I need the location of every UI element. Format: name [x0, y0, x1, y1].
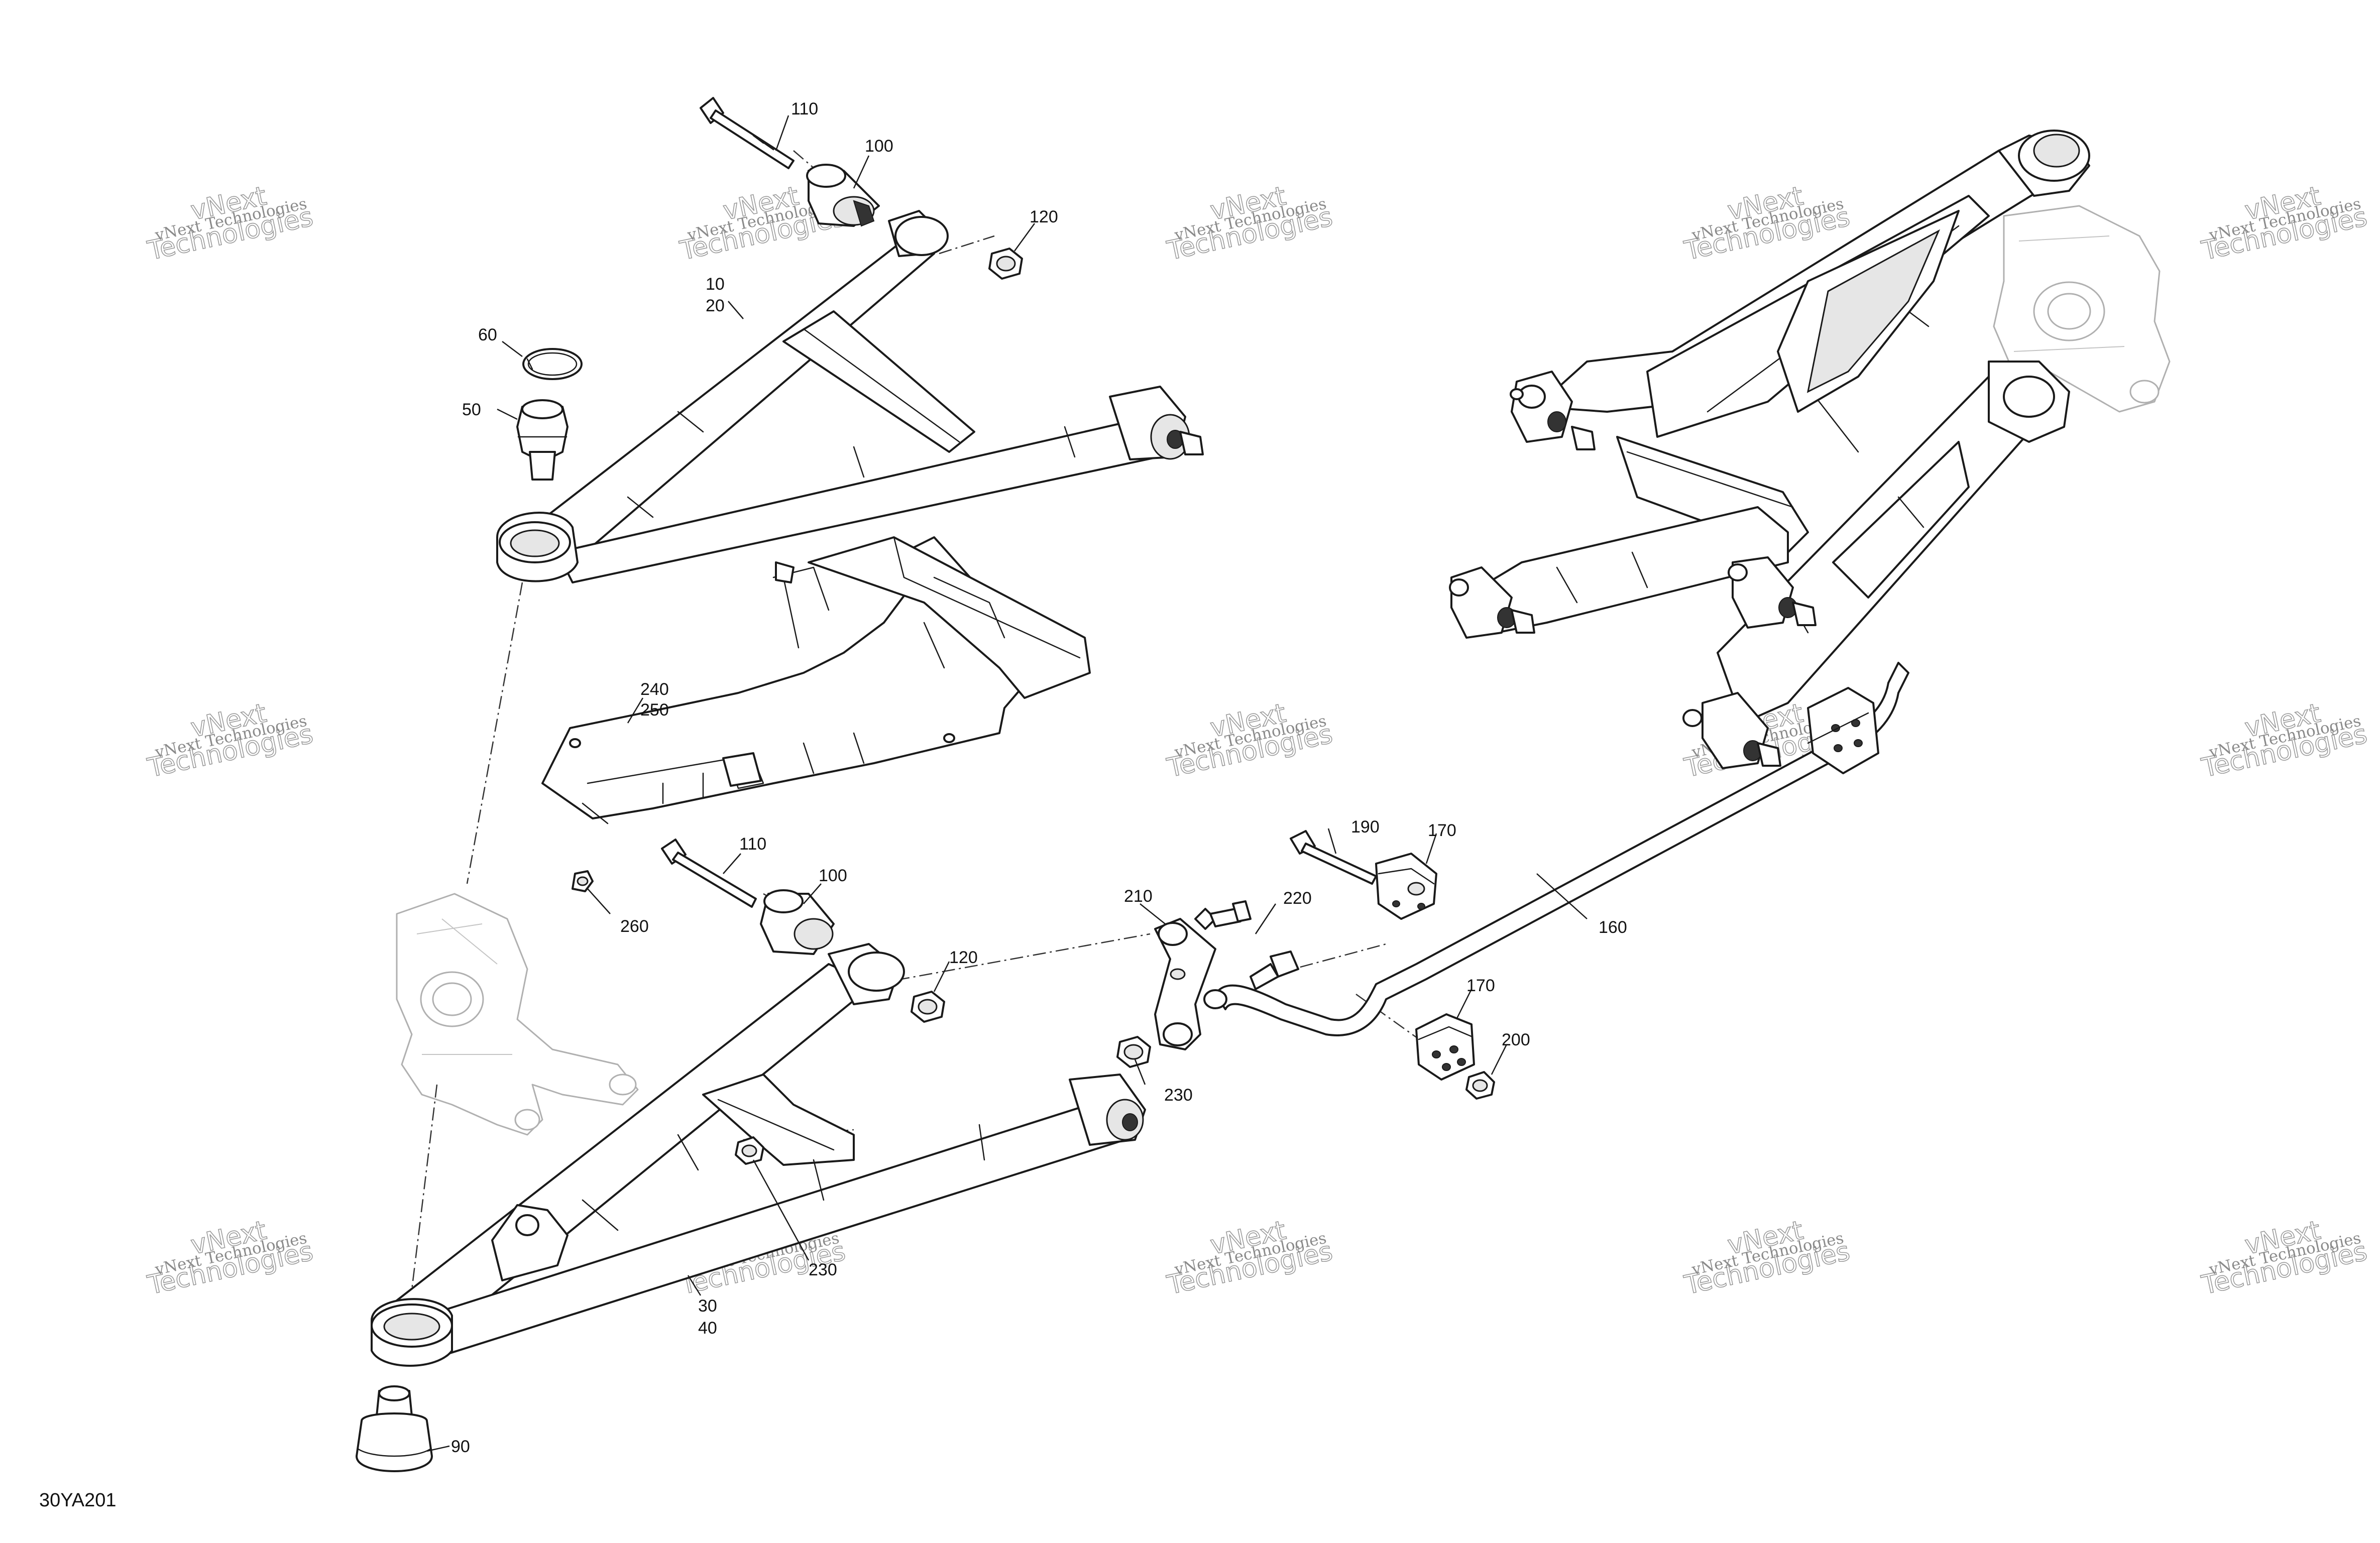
- callout-190: 190: [1351, 817, 1380, 837]
- callout-120-lower: 120: [949, 948, 978, 967]
- ball-joint-lower: [356, 1385, 433, 1472]
- callout-100-lower: 100: [819, 866, 847, 885]
- sway-bar-link: [1154, 918, 1216, 1050]
- right-lower-arm-bushings: [1449, 556, 1817, 769]
- right-lower-a-arm: [1470, 361, 2070, 724]
- ghost-steering-knuckle-right: [1993, 205, 2171, 413]
- ghost-steering-knuckle-left: [396, 893, 639, 1136]
- right-sway-clamp-mounted: [1807, 687, 1879, 774]
- bolt-link-upper: [1194, 900, 1252, 930]
- callout-90: 90: [451, 1437, 470, 1456]
- callout-120: 120: [1030, 207, 1058, 226]
- bolt-lower: [661, 839, 757, 908]
- callout-230-arm: 230: [809, 1260, 837, 1279]
- nut-sway-clamp: [1465, 1071, 1495, 1100]
- callout-260: 260: [620, 917, 649, 936]
- right-upper-arm-bushings: [1510, 371, 1596, 450]
- callout-50: 50: [462, 400, 481, 419]
- bushing-lower: [760, 889, 835, 955]
- lower-a-arm: [371, 943, 1146, 1367]
- bushing-upper: [806, 164, 880, 227]
- callout-210: 210: [1124, 887, 1153, 906]
- callout-110-lower: 110: [739, 835, 766, 854]
- nut-link: [1116, 1036, 1151, 1068]
- leader-lines: [426, 115, 1588, 1452]
- callout-230-link: 230: [1164, 1086, 1193, 1105]
- nut-lower: [911, 991, 945, 1023]
- callout-250: 250: [640, 700, 669, 720]
- callout-30: 30: [698, 1296, 717, 1316]
- bolt-upper: [700, 97, 795, 169]
- callout-60: 60: [478, 325, 497, 344]
- bolt-sway-clamp: [1290, 830, 1377, 885]
- skid-plate: [541, 536, 1091, 824]
- nut-upper: [988, 248, 1023, 280]
- ball-joint-upper: [516, 399, 569, 481]
- sway-bar-clamp-upper: [1375, 853, 1437, 920]
- callout-100: 100: [865, 137, 893, 156]
- nut-skid: [572, 870, 594, 892]
- callout-220: 220: [1283, 889, 1312, 908]
- nut-lower-arm: [735, 1136, 764, 1165]
- sway-bar-clamp-lower: [1415, 1013, 1475, 1081]
- callout-110: 110: [791, 99, 818, 118]
- callout-170-lower: 170: [1466, 976, 1495, 995]
- figure-id: 30YA201: [39, 1490, 117, 1511]
- callout-20: 20: [706, 296, 725, 315]
- callouts: 110 100 120 10 20 60 50 240 250 260 110 …: [451, 99, 1627, 1456]
- bolt-link-lower: [1250, 951, 1299, 990]
- retaining-ring: [522, 348, 583, 380]
- callout-10: 10: [706, 275, 725, 294]
- upper-a-arm: [496, 210, 1204, 583]
- callout-40: 40: [698, 1319, 717, 1338]
- alignment-lines: [406, 150, 1427, 1331]
- callout-200: 200: [1502, 1030, 1530, 1049]
- callout-170-upper: 170: [1428, 821, 1456, 840]
- sway-bar: [1203, 662, 1909, 1036]
- callout-240: 240: [640, 680, 669, 699]
- callout-160: 160: [1599, 918, 1627, 937]
